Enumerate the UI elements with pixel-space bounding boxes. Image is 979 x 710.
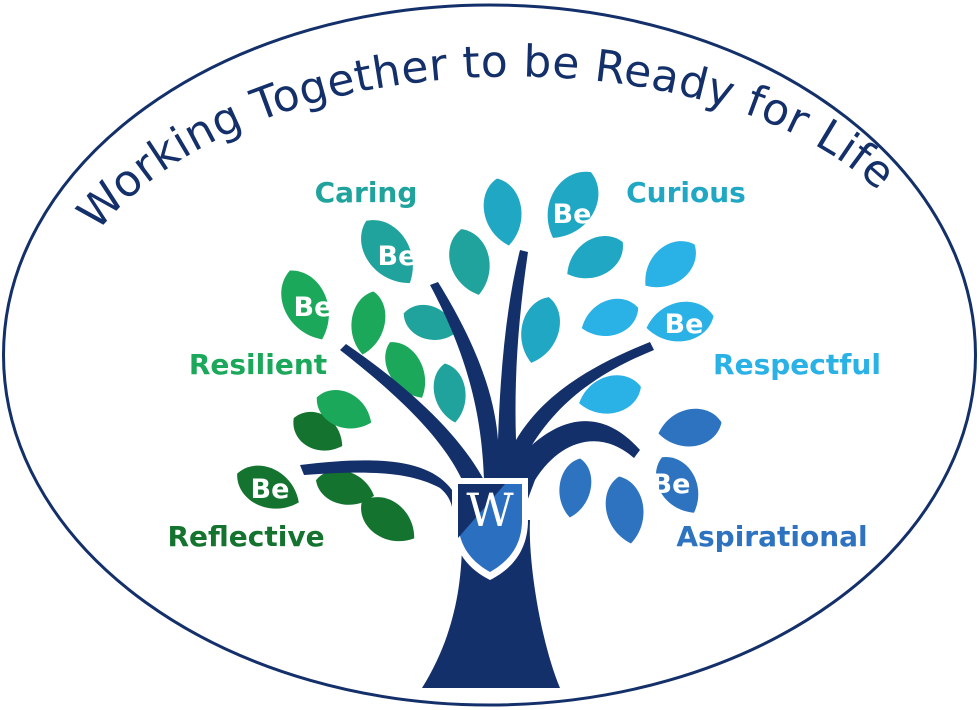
be-labels: Be Be Be Be Be Be xyxy=(251,199,704,505)
outer-oval-border xyxy=(2,3,977,707)
value-reflective: Reflective xyxy=(167,520,324,553)
value-resilient: Resilient xyxy=(189,348,327,381)
value-labels: Caring Curious Resilient Respectful Refl… xyxy=(167,176,881,553)
be-label-respectful: Be xyxy=(665,309,704,340)
be-label-resilient: Be xyxy=(294,292,333,323)
tree-trunk xyxy=(300,250,654,688)
value-respectful: Respectful xyxy=(713,348,881,381)
value-caring: Caring xyxy=(315,176,418,209)
be-label-aspirational: Be xyxy=(652,469,691,500)
value-curious: Curious xyxy=(626,176,746,209)
value-aspirational: Aspirational xyxy=(676,520,867,553)
be-label-caring: Be xyxy=(378,241,417,272)
be-label-curious: Be xyxy=(553,199,592,230)
be-label-reflective: Be xyxy=(251,474,290,505)
crest-shield: W xyxy=(452,478,528,580)
crest-letter: W xyxy=(466,483,514,537)
